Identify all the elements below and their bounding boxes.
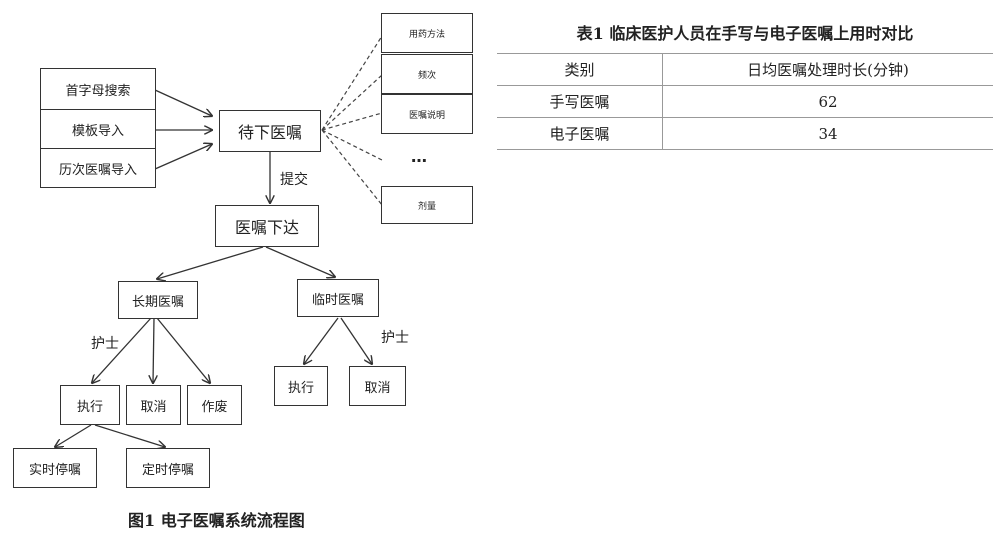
arrow-long-to-void [156, 317, 210, 383]
node-pending-orders: 待下医嘱 [219, 110, 321, 152]
arrow-long-to-execute [92, 317, 152, 383]
figure-caption: 图1 电子医嘱系统流程图 [128, 511, 305, 530]
detail-order-note: 医嘱说明 [381, 94, 473, 134]
label-nurse-long: 护士 [91, 336, 119, 352]
table-row: 电子医嘱 34 [497, 117, 993, 150]
arrow-temp-to-cancel [340, 317, 372, 364]
input-template-import: 模板导入 [40, 109, 156, 149]
input-first-letter-search: 首字母搜索 [40, 68, 156, 110]
cell-category: 手写医嘱 [497, 85, 663, 118]
detail-frequency: 频次 [381, 54, 473, 94]
dash-to-method [321, 35, 383, 131]
arrow-execute-to-scheduled [94, 424, 165, 447]
header-category: 类别 [497, 53, 663, 86]
arrow-issued-to-long [157, 246, 264, 279]
dash-to-dose [321, 129, 383, 206]
detail-dosage: 剂量 [381, 186, 473, 224]
label-submit: 提交 [280, 172, 308, 188]
temp-action-cancel: 取消 [349, 366, 406, 406]
arrow-long-to-cancel [153, 317, 154, 383]
arrow-history-to-pending [154, 144, 212, 170]
node-order-issued: 医嘱下达 [215, 205, 319, 247]
node-long-term-order: 长期医嘱 [118, 281, 198, 319]
table-row: 手写医嘱 62 [497, 85, 993, 118]
arrow-execute-to-realtime [55, 424, 92, 447]
cell-category: 电子医嘱 [497, 117, 663, 150]
detail-usage-method: 用药方法 [381, 13, 473, 53]
long-action-void: 作废 [187, 385, 242, 425]
input-history-import: 历次医嘱导入 [40, 148, 156, 188]
long-action-cancel: 取消 [126, 385, 181, 425]
temp-action-execute: 执行 [274, 366, 328, 406]
result-scheduled-stop: 定时停嘱 [126, 448, 210, 488]
node-temporary-order: 临时医嘱 [297, 279, 379, 317]
arrow-issued-to-temp [265, 246, 335, 277]
arrow-search-to-pending [154, 89, 212, 116]
label-nurse-temp: 护士 [381, 330, 409, 346]
table-title: 表1 临床医护人员在手写与电子医嘱上用时对比 [576, 24, 914, 43]
detail-ellipsis: … [411, 147, 427, 166]
cell-duration: 62 [662, 85, 993, 118]
header-duration: 日均医嘱处理时长(分钟) [662, 53, 993, 86]
long-action-execute: 执行 [60, 385, 120, 425]
result-realtime-stop: 实时停嘱 [13, 448, 97, 488]
dash-to-ellipsis [321, 129, 383, 161]
cell-duration: 34 [662, 117, 993, 150]
dash-to-note [321, 112, 383, 131]
table-header-row: 类别 日均医嘱处理时长(分钟) [497, 53, 993, 86]
flowchart-connectors [0, 35, 383, 538]
arrow-temp-to-execute [304, 317, 339, 364]
comparison-table: 类别 日均医嘱处理时长(分钟) 手写医嘱 62 电子医嘱 34 [497, 53, 993, 150]
